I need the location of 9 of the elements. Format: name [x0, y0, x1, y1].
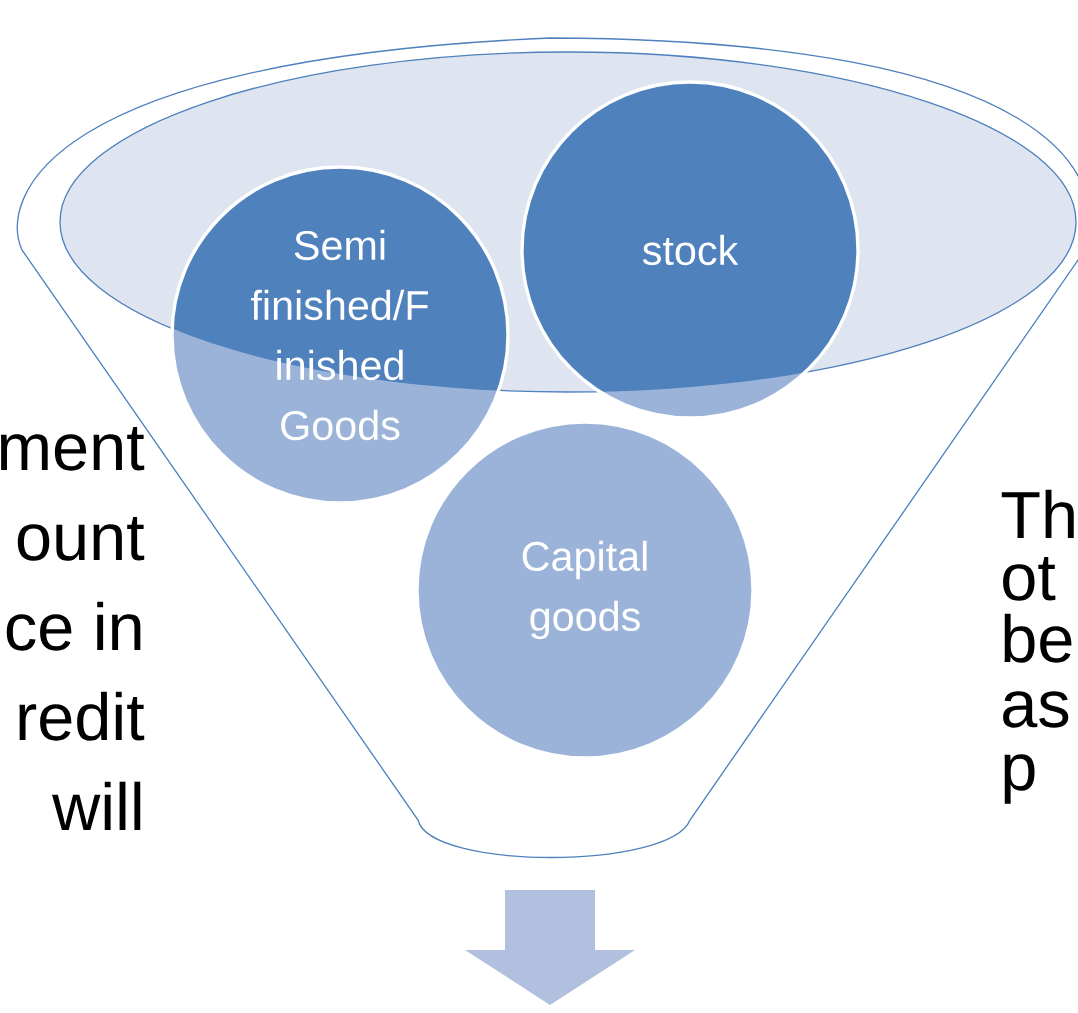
- text-line: p: [1004, 754, 1035, 804]
- text-line: redit: [19, 691, 145, 741]
- text-line: Th: [1001, 489, 1074, 538]
- text-line: be: [1004, 613, 1072, 663]
- text-line: will: [52, 781, 141, 830]
- text-line: ce in: [6, 601, 141, 651]
- text-line: as: [1003, 691, 1069, 728]
- text-line: ount: [17, 516, 145, 561]
- text-line: ot: [1003, 556, 1056, 601]
